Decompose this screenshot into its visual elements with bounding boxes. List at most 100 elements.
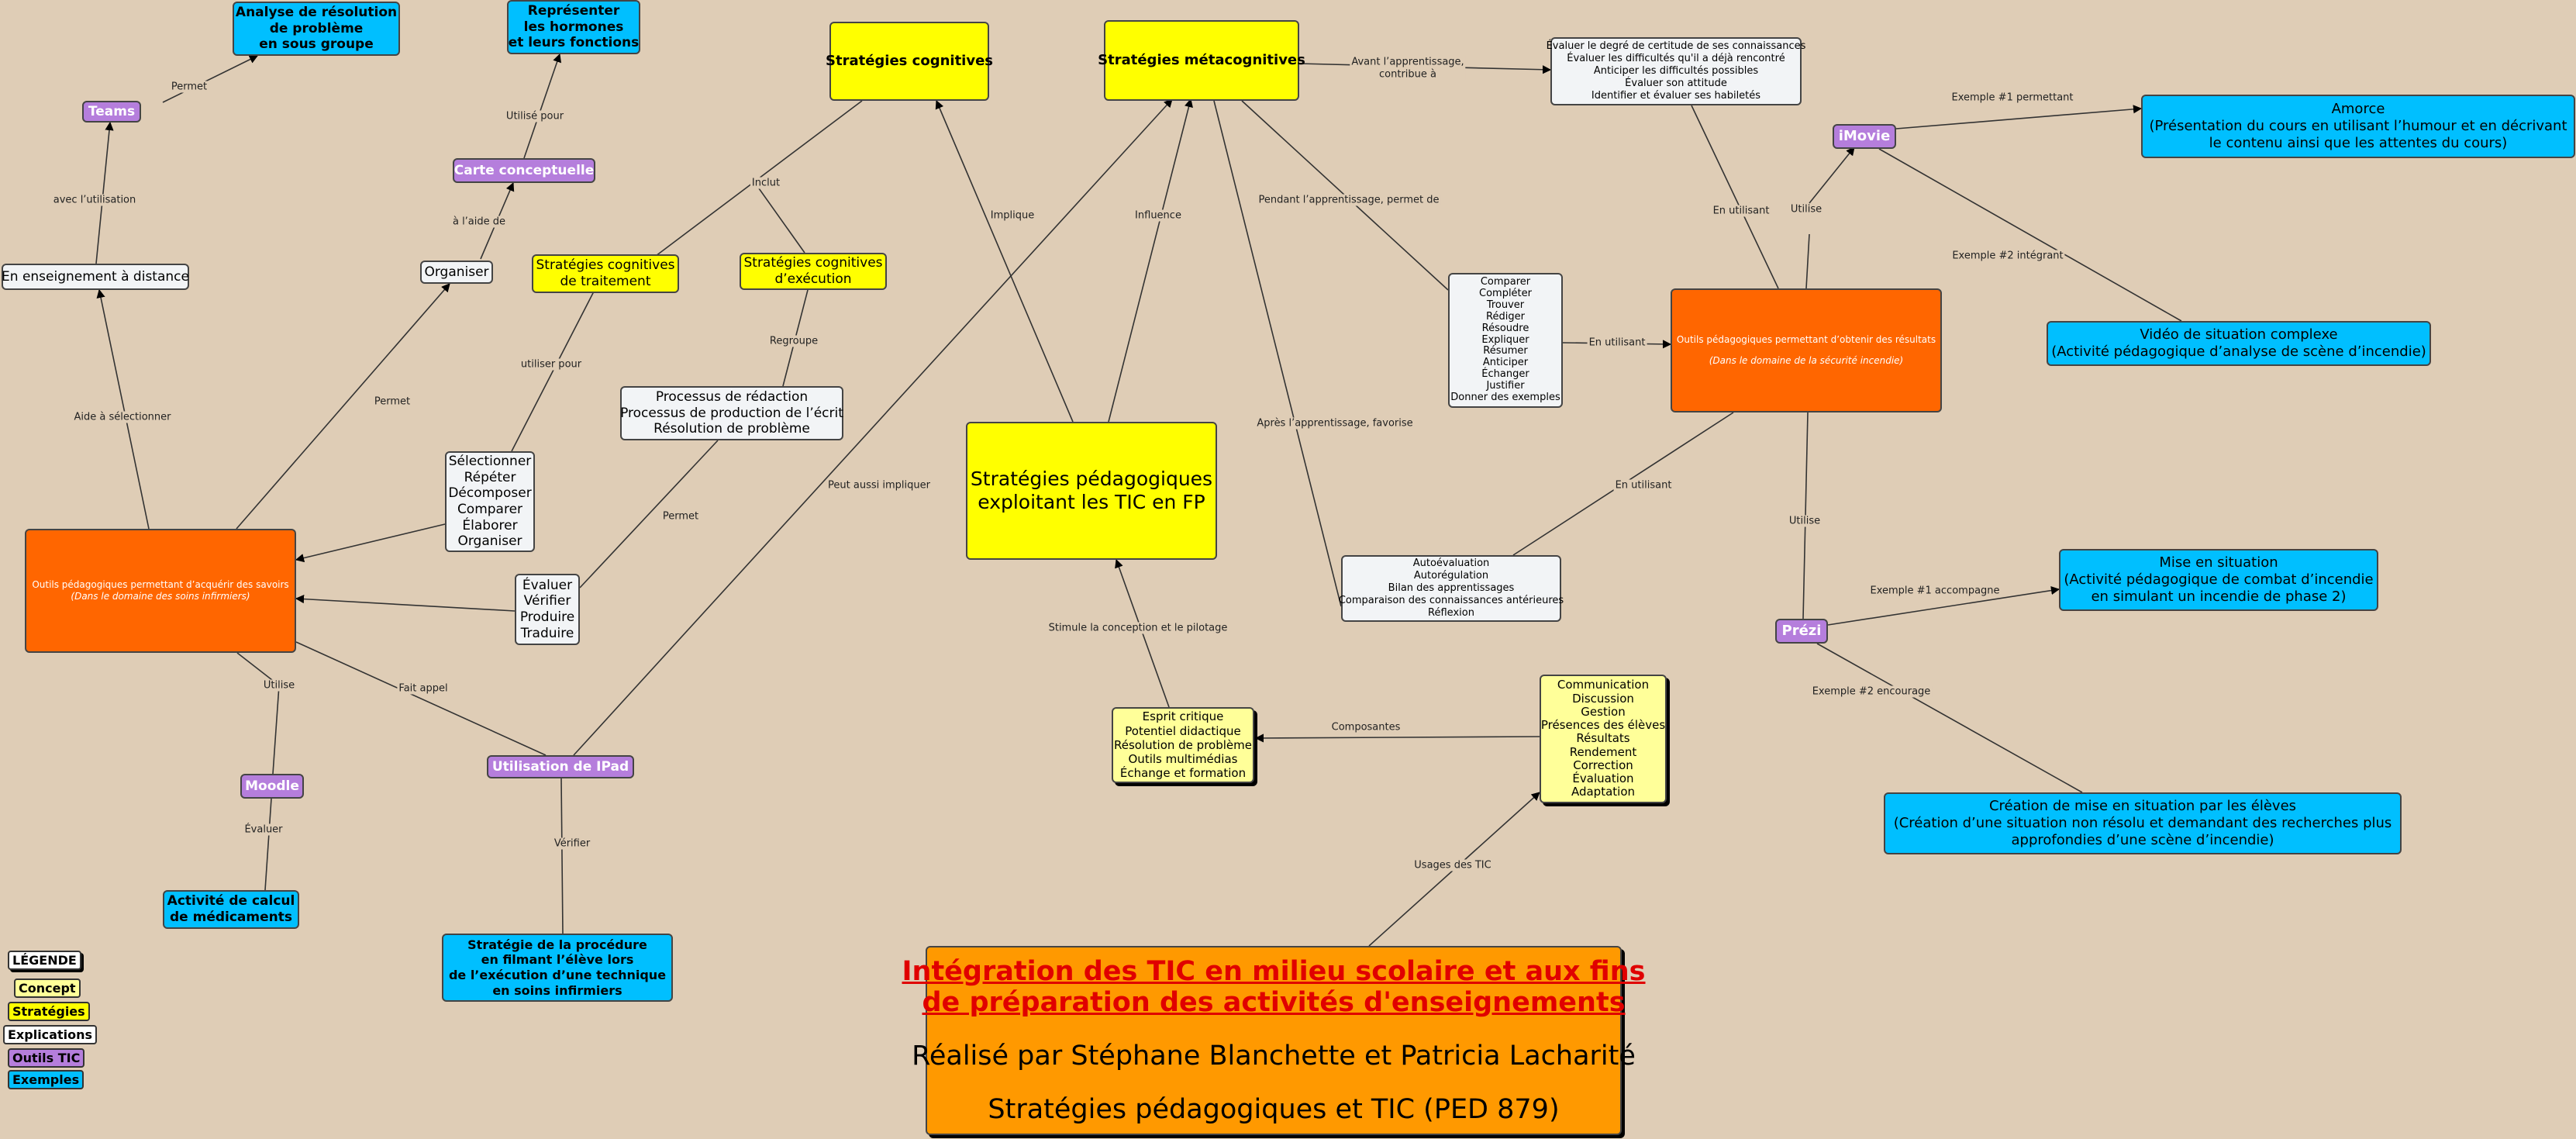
legend-explications: Explications [3,1025,97,1044]
imovie-node: iMovie [1833,124,1896,149]
comparer-line: Justifier [1486,380,1525,392]
autoevaluation-node: Autoévaluation Autorégulation Bilan des … [1339,555,1564,622]
edge-imovie-arrow [1809,147,1855,204]
edge-label-avec-utilisation: avec l’utilisation [51,194,138,206]
edge-prezi-creation [1816,643,2083,793]
comparer-line: Comparer [1480,275,1531,288]
edge-label-utilise-pour: Utilisé pour [504,110,566,123]
processus-node: Processus de rédaction Processus de prod… [620,386,843,440]
communication-line: Évaluation [1572,771,1634,786]
procedure-line: Stratégie de la procédure [467,937,647,952]
edge-label-inclut: Inclut [750,177,782,189]
creation-node: Création de mise en situation par les él… [1884,792,2402,854]
cog-execution-line: d’exécution [774,271,852,287]
edge-moodle-calcul [264,798,272,891]
edge-label-avant-line: contribue à [1379,68,1436,80]
imovie-label: iMovie [1838,128,1891,145]
edge-central-cog [935,99,1074,423]
selectionner-line: Sélectionner [448,453,532,469]
title-course: Stratégies pédagogiques et TIC (PED 879) [988,1093,1560,1125]
cog-execution-line: Stratégies cognitives [743,255,883,271]
selectionner-line: Organiser [457,533,522,550]
evaluer-line: Évaluer [522,577,573,593]
outils-resultats-line: Outils pédagogiques permettant d’obtenir… [1676,334,1936,346]
evaluer-degre-node: Évaluer le degré de certitude de ses con… [1547,37,1805,105]
organiser-label: Organiser [424,264,489,280]
comparer-line: Expliquer [1481,333,1529,346]
edge-label-a-laide-de: à l’aide de [450,216,508,228]
autoevaluation-line: Autorégulation [1413,570,1489,582]
edge-outils-distance [96,288,150,530]
edge-central-meta [1108,98,1193,423]
edge-selectionner-outils [295,523,446,563]
video-line: (Activité pédagogique d’analyse de scène… [2051,343,2426,360]
carte-node: Carte conceptuelle [453,158,595,183]
evaluer-degre-line: Évaluer les difficultés qu'il a déjà ren… [1567,53,1785,65]
title-authors: Réalisé par Stéphane Blanchette et Patri… [912,1041,1636,1072]
distance-label: En enseignement à distance [2,268,189,285]
processus-line: Résolution de problème [653,421,810,437]
strat-meta-node: Stratégies métacognitives [1098,20,1305,101]
ipad-label: Utilisation de IPad [491,758,629,775]
comparer-line: Donner des exemples [1450,392,1560,404]
comparer-node: Comparer Compléter Trouver Rédiger Résou… [1448,273,1563,408]
evaluer-degre-line: Anticiper les difficultés possibles [1593,65,1759,78]
hormones-line: et leurs fonctions [508,35,640,51]
communication-line: Rendement [1569,744,1637,759]
esprit-line: Résolution de problème [1114,737,1252,752]
esprit-line: Outils multimédias [1128,752,1238,767]
comparer-line: Échanger [1481,368,1529,381]
edge-label-permet-teams: Permet [169,81,209,93]
central-line: exploitant les TIC en FP [978,491,1205,513]
calcul-node: Activité de calcul de médicaments [163,890,299,929]
outils-savoirs-line: Outils pédagogiques permettant d’acquéri… [32,579,289,591]
edge-outils-ipad [295,641,547,756]
creation-line: Création de mise en situation par les él… [1988,798,2297,815]
teams-node: Teams [82,101,141,123]
edge-carte-hormones [523,53,562,159]
edge-label-en-utilisant-3: En utilisant [1613,479,1674,492]
cog-traitement-line: de traitement [560,274,651,289]
procedure-line: de l’exécution d’une technique [448,968,667,982]
esprit-line: Esprit critique [1142,709,1224,724]
processus-line: Processus de production de l’écrit [620,405,843,421]
edge-label-aide-selectionner: Aide à sélectionner [72,411,173,423]
calcul-line: Activité de calcul [167,893,295,909]
edge-label-influence: Influence [1133,209,1183,222]
edge-cog-execution [754,182,805,254]
edge-ipad-procedure [560,778,564,934]
communication-line: Communication [1557,678,1650,692]
comparer-line: Anticiper [1482,357,1529,369]
evaluer-line: Traduire [520,625,574,641]
edge-label-ex1-permettant: Exemple #1 permettant [1950,91,2075,104]
evaluer-line: Produire [519,609,575,625]
legend-outils: Outils TIC [8,1048,85,1068]
edge-resultats-degre [1691,105,1779,289]
communication-line: Gestion [1581,704,1626,719]
hormones-line: les hormones [523,19,624,35]
edge-meta-auto [1213,100,1342,607]
moodle-label: Moodle [245,778,299,794]
outils-resultats-sub: (Dans le domaine de la sécurité incendie… [1709,355,1904,366]
esprit-node: Esprit critique Potentiel didactique Rés… [1112,707,1254,783]
edge-label-utilise-moodle: Utilise [261,679,297,692]
mise-situation-line: en simulant un incendie de phase 2) [2091,588,2347,605]
edge-traitement-selectionner [511,291,595,452]
edge-label-composantes: Composantes [1329,721,1402,733]
edge-label-implique: Implique [988,209,1036,222]
carte-label: Carte conceptuelle [453,162,595,178]
outils-resultats-node: Outils pédagogiques permettant d’obtenir… [1671,288,1942,412]
edge-label-utilise-imovie: Utilise [1788,203,1824,216]
edge-moodle-mid [272,685,280,775]
legend-strategies: Stratégies [8,1002,90,1021]
communication-node: Communication Discussion Gestion Présenc… [1540,675,1667,803]
evaluer-degre-line: Évaluer le degré de certitude de ses con… [1546,40,1806,53]
edge-label-en-utilisant-1: En utilisant [1587,337,1647,349]
procedure-node: Stratégie de la procédure en filmant l’é… [442,934,673,1002]
amorce-line: le contenu ainsi que les attentes du cou… [2209,134,2508,151]
outils-savoirs-node: Outils pédagogiques permettant d’acquéri… [25,529,296,653]
edge-label-ex2-encourage: Exemple #2 encourage [1810,685,1933,698]
autoevaluation-line: Réflexion [1428,606,1474,619]
teams-label: Teams [88,103,136,119]
communication-line: Adaptation [1571,785,1636,799]
